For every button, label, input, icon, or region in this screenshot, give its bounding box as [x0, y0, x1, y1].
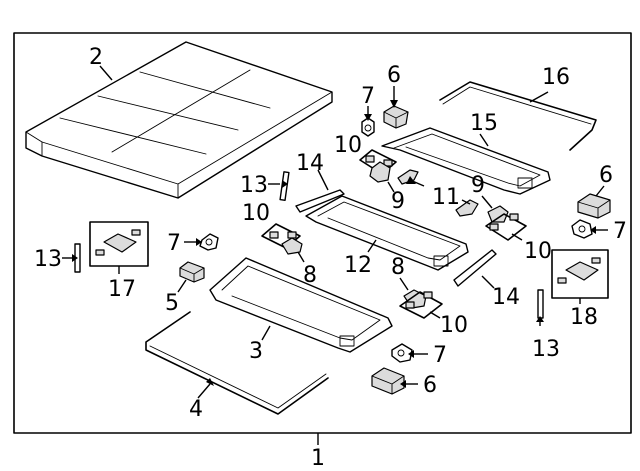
callout-8b: 8 [391, 255, 405, 280]
callout-13a: 13 [240, 173, 268, 198]
part-14-rail-upper [295, 189, 345, 213]
callout-2: 2 [89, 45, 103, 70]
part-11-latch [397, 169, 479, 217]
callout-11: 11 [432, 185, 460, 210]
part-14-rail-lower [453, 249, 497, 287]
callout-9a: 9 [391, 189, 405, 214]
callout-4: 4 [189, 397, 203, 422]
part-16-seal [439, 81, 597, 151]
callout-10b: 10 [242, 201, 270, 226]
callout-10d: 10 [440, 313, 468, 338]
callout-15: 15 [470, 111, 498, 136]
callout-7d: 7 [433, 343, 447, 368]
callout-10a: 10 [334, 133, 362, 158]
part-2-cover [25, 41, 333, 199]
callout-7c: 7 [613, 219, 627, 244]
callout-12: 12 [344, 253, 372, 278]
callout-1: 1 [311, 446, 325, 471]
callout-13c: 13 [532, 337, 560, 362]
part-10-brackets-top [359, 149, 397, 183]
callout-17: 17 [108, 277, 136, 302]
callout-6b: 6 [599, 163, 613, 188]
callout-7a: 7 [361, 84, 375, 109]
part-8-10-lower [399, 289, 443, 319]
diagram-frame [13, 32, 632, 434]
callout-6a: 6 [387, 63, 401, 88]
callout-6c: 6 [423, 373, 437, 398]
callout-5: 5 [165, 291, 179, 316]
part-5-clip [179, 261, 205, 283]
part-7-clamp-left [199, 233, 219, 251]
part-13-pin-right [537, 289, 544, 319]
callout-16: 16 [542, 65, 570, 90]
part-7-clamp-right [571, 219, 593, 239]
callout-14b: 14 [492, 285, 520, 310]
part-10-8-middle [261, 223, 303, 255]
part-6-clip-bottom [371, 367, 405, 395]
part-6-clip-right [577, 193, 611, 219]
callout-9b: 9 [471, 173, 485, 198]
callout-18: 18 [570, 305, 598, 330]
callout-8a: 8 [303, 263, 317, 288]
callout-3: 3 [249, 339, 263, 364]
callout-10c: 10 [524, 239, 552, 264]
part-15-frame [381, 127, 551, 195]
part-7-clamp-bottom [391, 343, 413, 363]
part-6-clip-top [383, 105, 409, 129]
part-3-frame [209, 257, 393, 353]
part-12-frame [305, 195, 469, 271]
part-18-kit [551, 249, 609, 299]
callout-14a: 14 [296, 151, 324, 176]
part-9-10-right [485, 205, 527, 241]
callout-7b: 7 [167, 231, 181, 256]
part-17-kit [89, 221, 149, 267]
callout-13b: 13 [34, 247, 62, 272]
leader-15 [479, 133, 489, 147]
leader-2 [99, 65, 113, 81]
leader-16 [529, 91, 549, 103]
